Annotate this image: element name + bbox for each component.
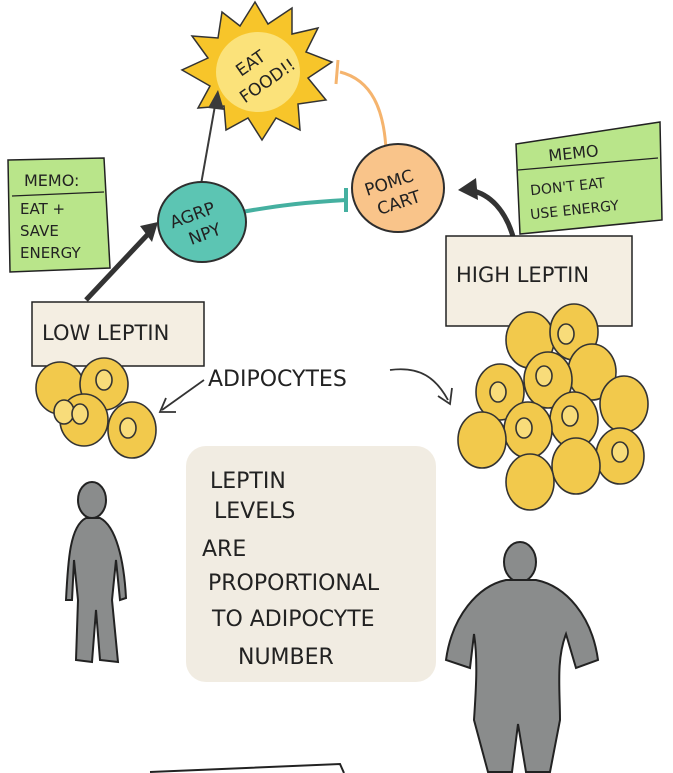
note-line3: ARE <box>202 537 246 562</box>
agrp-node: AGRP NPY <box>157 181 247 263</box>
adipocytes-left-arrowhead <box>158 397 176 413</box>
memo-left: MEMO: EAT + SAVE ENERGY <box>7 157 111 273</box>
large-person-body <box>444 579 600 773</box>
memo-right-bg <box>515 121 663 235</box>
thin-person-icon <box>64 481 128 664</box>
fat-cell <box>53 399 75 425</box>
high-leptin-arrowhead <box>458 178 478 200</box>
memo-left-line3: ENERGY <box>20 244 81 262</box>
memo-right-line1: DON'T EAT <box>530 175 607 199</box>
memo-left-line1: EAT + <box>20 200 65 218</box>
fat-cell <box>599 375 649 433</box>
fat-cell <box>611 441 629 463</box>
fat-cell <box>505 453 555 511</box>
note-bg <box>186 446 436 682</box>
pomc-circle <box>351 143 445 233</box>
agrp-pomc-inhibit <box>241 198 347 214</box>
pomc-node: POMC CART <box>351 143 445 233</box>
bottom-edge-stroke <box>149 762 345 773</box>
thin-person-body <box>64 517 128 664</box>
thin-person-head <box>77 481 107 519</box>
low-leptin-box-bg <box>31 301 205 367</box>
pomc-to-burst-inhibit <box>339 70 388 151</box>
burst-glow <box>216 32 300 112</box>
memo-left-rule <box>11 191 105 197</box>
adipocytes-right-arrowhead <box>437 387 453 406</box>
memo-left-bg <box>7 157 111 273</box>
high-leptin-text: HIGH LEPTIN <box>456 263 589 287</box>
low-leptin-box: LOW LEPTIN <box>31 301 205 367</box>
adipocytes-label: ADIPOCYTES <box>208 367 347 392</box>
high-leptin-box-bg <box>445 235 633 327</box>
memo-left-title: MEMO: <box>24 171 79 190</box>
low-leptin-text: LOW LEPTIN <box>42 321 169 345</box>
note-line4: PROPORTIONAL <box>208 571 380 596</box>
memo-right-rule <box>517 157 659 171</box>
large-person-icon <box>444 541 600 773</box>
fat-cell <box>71 403 89 425</box>
fat-cell <box>489 381 507 403</box>
fat-cell <box>561 405 579 427</box>
low-leptin-arrowhead <box>140 222 158 242</box>
proportional-note: LEPTIN LEVELS ARE PROPORTIONAL TO ADIPOC… <box>186 446 436 682</box>
fat-cell <box>119 417 137 439</box>
fat-cell <box>557 323 575 345</box>
adipocytes-left-arrow <box>161 379 205 411</box>
agrp-to-burst-arrow <box>199 99 217 191</box>
note-line2: LEVELS <box>214 499 295 524</box>
adipocytes-right-arrow <box>389 368 449 401</box>
pomc-inhibit-bar <box>334 59 340 85</box>
low-leptin-arrow <box>84 230 152 302</box>
hunger-burst: EAT FOOD!! <box>180 0 334 142</box>
high-leptin-box: HIGH LEPTIN <box>445 235 633 327</box>
note-line1: LEPTIN <box>210 469 286 494</box>
high-adipocyte-cluster <box>457 303 649 511</box>
fat-cell <box>535 365 553 387</box>
memo-right: MEMO DON'T EAT USE ENERGY <box>515 121 663 235</box>
fat-cell <box>515 417 533 439</box>
large-person-head <box>503 541 537 583</box>
memo-left-line2: SAVE <box>20 222 59 240</box>
note-line6: NUMBER <box>238 645 334 670</box>
agrp-arrowhead <box>208 90 224 110</box>
fat-cell <box>551 437 601 495</box>
low-adipocyte-cluster <box>35 357 157 459</box>
fat-cell <box>457 411 507 469</box>
fat-cell <box>95 369 113 391</box>
note-line5: TO ADIPOCYTE <box>211 607 375 632</box>
